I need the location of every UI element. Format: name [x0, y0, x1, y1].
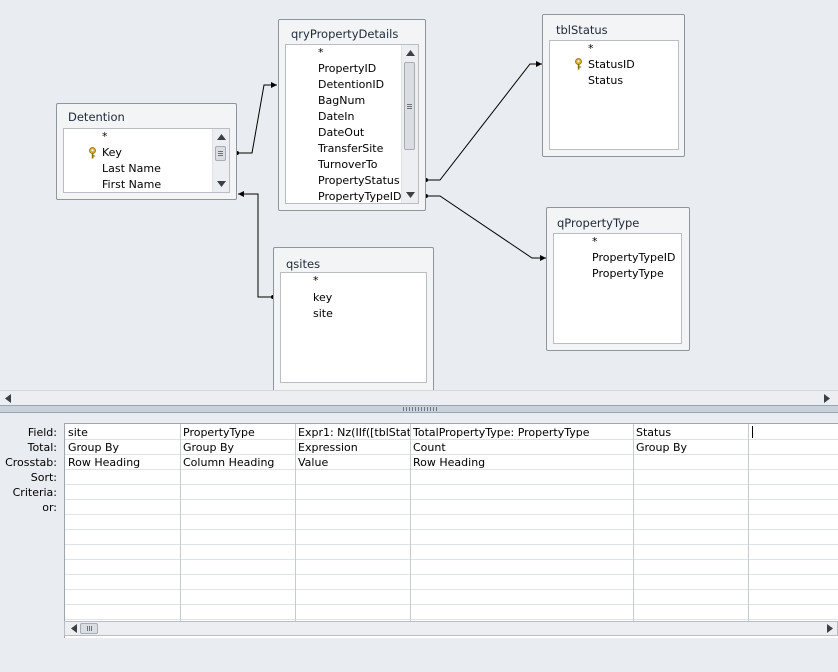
- row-label-crosstab: Crosstab:: [5, 456, 57, 469]
- field-item[interactable]: DateIn: [318, 110, 355, 123]
- join-line-details-status: [426, 63, 542, 181]
- grid-cell-crosstab[interactable]: Row Heading: [413, 456, 486, 469]
- triangle-left-icon[interactable]: [67, 622, 80, 634]
- table-qsites[interactable]: qsites * key site: [273, 247, 434, 390]
- field-item[interactable]: DetentionID: [318, 78, 385, 91]
- field-item[interactable]: *: [592, 235, 598, 248]
- primary-key-icon: [575, 58, 582, 70]
- join-line-detention-details: [237, 84, 277, 154]
- primary-key-icon: [89, 147, 96, 159]
- grid-cell-field[interactable]: [748, 425, 838, 440]
- field-item[interactable]: Status: [588, 74, 624, 87]
- triangle-down-icon[interactable]: [403, 188, 417, 202]
- field-item[interactable]: Key: [102, 146, 122, 159]
- triangle-down-icon[interactable]: [214, 177, 228, 191]
- field-item[interactable]: *: [102, 130, 108, 143]
- triangle-right-icon[interactable]: [820, 392, 833, 404]
- row-label-total: Total:: [27, 441, 57, 454]
- grid-cell-total[interactable]: Expression: [298, 441, 358, 454]
- field-item[interactable]: key: [313, 291, 333, 304]
- field-item[interactable]: *: [313, 274, 319, 287]
- grid-cell-field[interactable]: site: [68, 426, 88, 439]
- query-grid-pane: Field: Total: Crosstab: Sort: Criteria: …: [0, 413, 838, 672]
- table-title: Detention: [68, 110, 125, 124]
- grid-cell-total[interactable]: Group By: [636, 441, 688, 454]
- field-list-scrollbar[interactable]: [212, 129, 229, 192]
- grid-cell-crosstab[interactable]: Value: [298, 456, 329, 469]
- table-qpropertytype[interactable]: qPropertyType * PropertyTypeID PropertyT…: [546, 207, 690, 351]
- field-item[interactable]: First Name: [102, 178, 162, 191]
- field-item[interactable]: PropertyType: [592, 267, 664, 280]
- grid-cell-field[interactable]: Expr1: Nz(IIf([tblStatus: [298, 426, 410, 439]
- field-item[interactable]: PropertyID: [318, 62, 377, 75]
- field-item[interactable]: Last Name: [102, 162, 161, 175]
- grid-cell-total[interactable]: Group By: [183, 441, 235, 454]
- join-line-detention-qsites: [238, 193, 273, 298]
- field-list[interactable]: * Key Last Name First Name: [63, 128, 230, 193]
- table-title: qPropertyType: [557, 216, 640, 230]
- field-item[interactable]: *: [318, 46, 324, 59]
- field-item[interactable]: DateOut: [318, 126, 365, 139]
- table-qrypropertydetails[interactable]: qryPropertyDetails * PropertyID Detentio…: [278, 19, 426, 211]
- design-grid[interactable]: site Group By Row Heading PropertyType G…: [64, 423, 838, 638]
- field-item[interactable]: PropertyStatus: [318, 174, 400, 187]
- grid-cell-crosstab[interactable]: Column Heading: [183, 456, 275, 469]
- field-list[interactable]: * PropertyID DetentionID BagNum DateIn D…: [285, 44, 419, 204]
- table-title: tblStatus: [556, 23, 608, 37]
- grid-cell-crosstab[interactable]: Row Heading: [68, 456, 141, 469]
- scroll-thumb[interactable]: [404, 62, 415, 150]
- design-horizontal-scrollbar[interactable]: [0, 390, 838, 405]
- triangle-up-icon[interactable]: [214, 130, 228, 144]
- field-item[interactable]: StatusID: [588, 58, 635, 71]
- triangle-up-icon[interactable]: [403, 46, 417, 60]
- grid-cell-field[interactable]: PropertyType: [183, 426, 255, 439]
- field-list[interactable]: * StatusID Status: [549, 40, 679, 150]
- field-list-scrollbar[interactable]: [401, 45, 418, 203]
- field-item[interactable]: site: [313, 307, 333, 320]
- row-label-criteria: Criteria:: [12, 486, 57, 499]
- triangle-left-icon[interactable]: [1, 392, 14, 404]
- field-item[interactable]: PropertyTypeID: [318, 190, 402, 203]
- splitter-grip[interactable]: [403, 407, 439, 411]
- table-title: qsites: [286, 257, 321, 271]
- field-item[interactable]: TransferSite: [318, 142, 384, 155]
- scroll-thumb[interactable]: [80, 623, 98, 634]
- field-item[interactable]: BagNum: [318, 94, 366, 107]
- pane-splitter[interactable]: [0, 405, 838, 413]
- grid-cell-total[interactable]: Count: [413, 441, 446, 454]
- field-item[interactable]: *: [588, 42, 594, 55]
- row-label-field: Field:: [27, 426, 57, 439]
- table-tblstatus[interactable]: tblStatus * StatusID Status: [542, 14, 685, 157]
- grid-cell-field[interactable]: Status: [636, 426, 672, 439]
- triangle-right-icon[interactable]: [823, 622, 836, 634]
- row-label-or: or:: [42, 501, 57, 514]
- table-detention[interactable]: Detention * Key Last Name First Name: [56, 103, 237, 200]
- field-item[interactable]: PropertyTypeID: [592, 251, 676, 264]
- field-list[interactable]: * key site: [280, 272, 427, 383]
- scroll-thumb[interactable]: [215, 146, 226, 161]
- query-design-surface[interactable]: Detention * Key Last Name First Name qry…: [0, 0, 838, 390]
- text-caret: [752, 426, 753, 438]
- join-line-details-propertytype: [426, 195, 546, 259]
- field-item[interactable]: TurnoverTo: [318, 158, 378, 171]
- field-list[interactable]: * PropertyTypeID PropertyType: [553, 233, 682, 344]
- table-title: qryPropertyDetails: [291, 27, 399, 41]
- grid-cell-crosstab[interactable]: [633, 455, 748, 470]
- grid-horizontal-scrollbar[interactable]: [64, 621, 838, 636]
- grid-cell-field[interactable]: TotalPropertyType: PropertyType: [413, 426, 590, 439]
- grid-cell-total[interactable]: Group By: [68, 441, 120, 454]
- row-label-sort: Sort:: [30, 471, 57, 484]
